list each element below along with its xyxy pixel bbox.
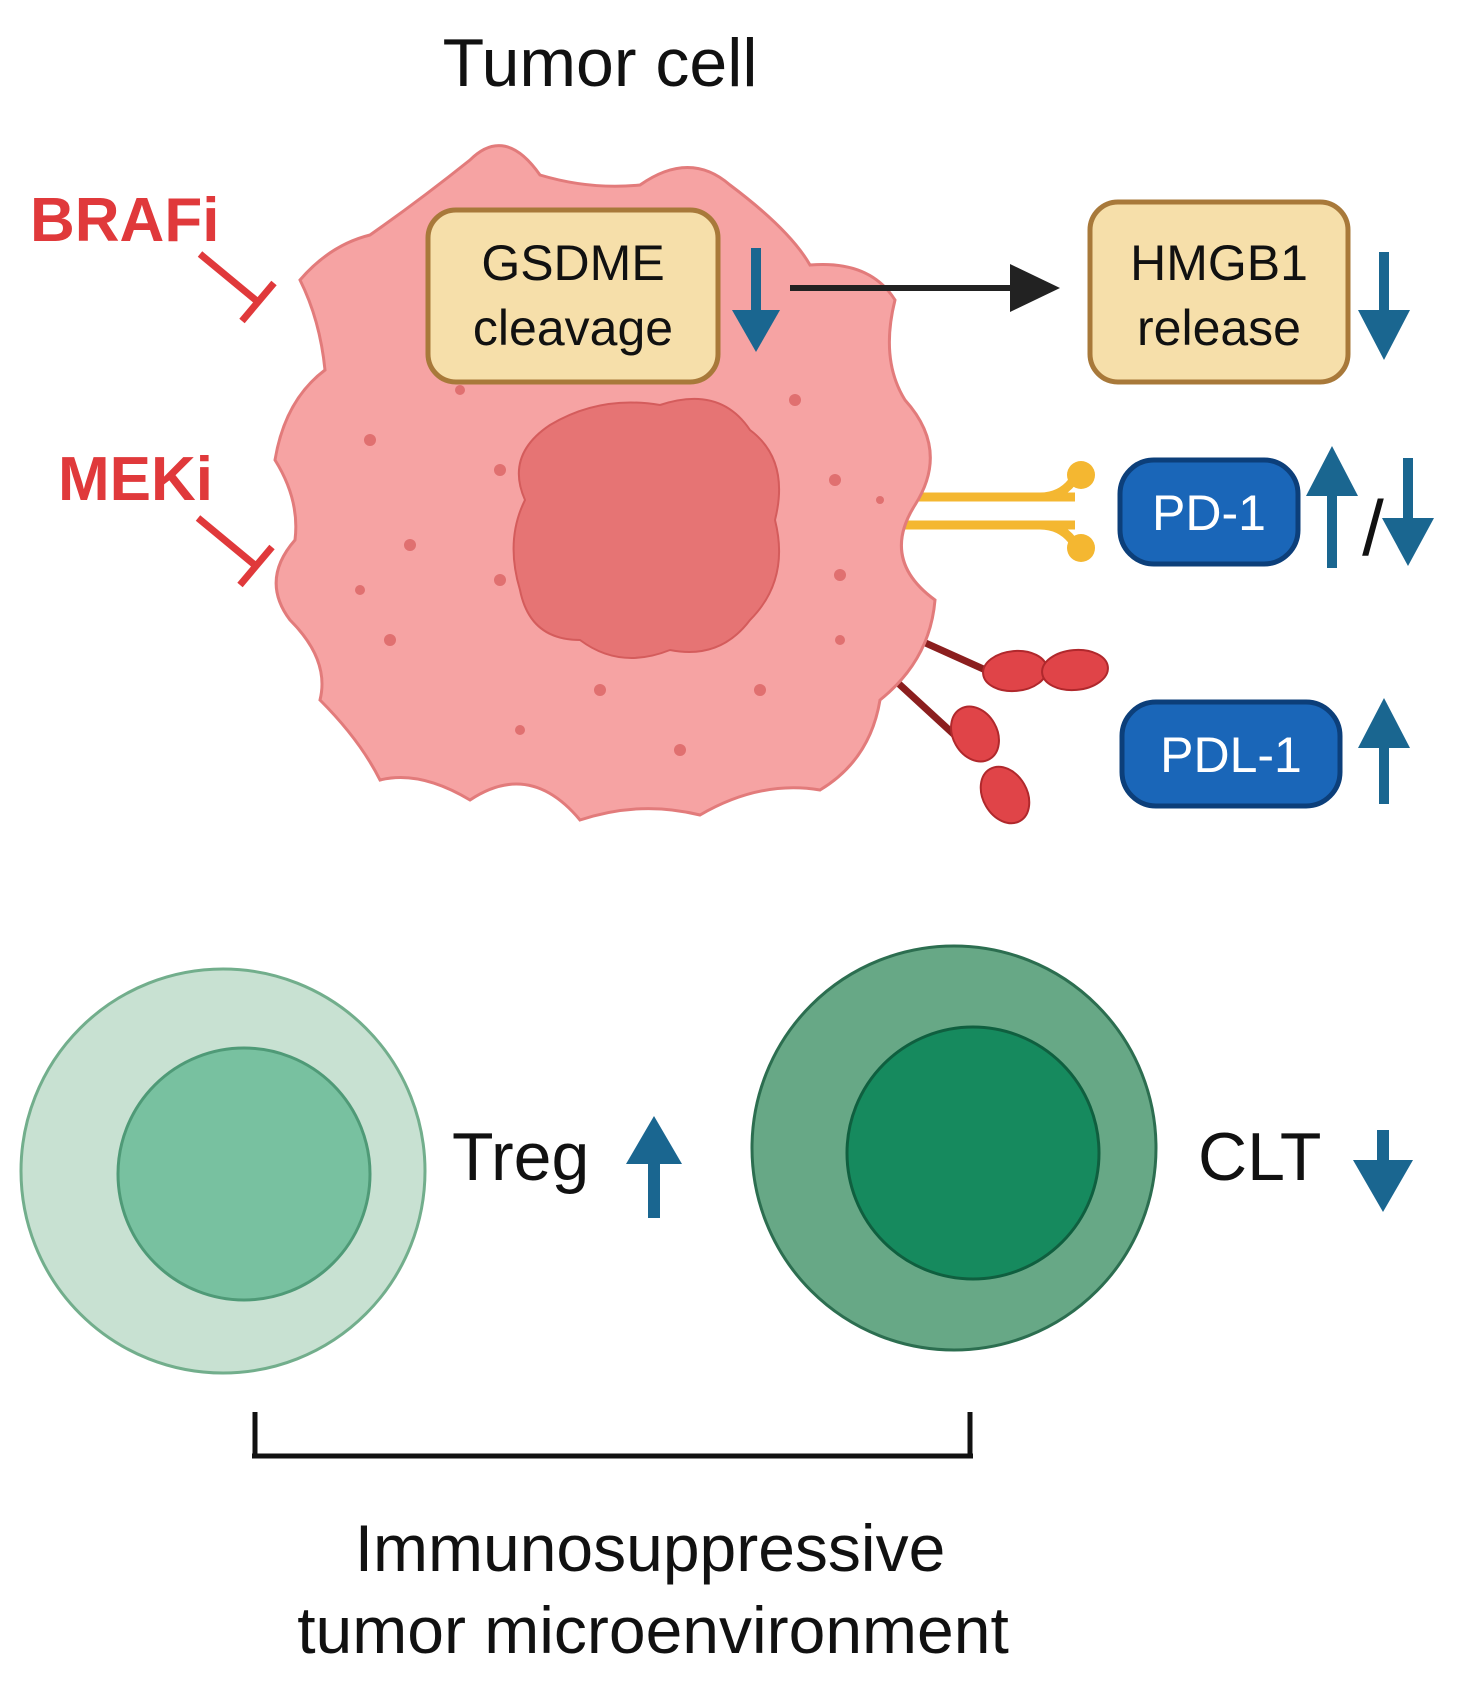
pd1-up-arrow-icon <box>1306 446 1358 568</box>
brafi-label: BRAFi <box>30 186 219 255</box>
pd1-down-arrow-icon <box>1382 458 1434 566</box>
meki-inhibition-icon <box>195 515 275 588</box>
gsdme-to-hmgb1-arrow-icon <box>790 264 1060 312</box>
treg-label: Treg <box>452 1119 589 1195</box>
treg-cell-icon <box>19 967 427 1375</box>
pdl1-badge: PDL-1 <box>1119 699 1343 809</box>
tumor-cell-title: Tumor cell <box>443 25 758 101</box>
caption-line2: tumor microenvironment <box>297 1593 1009 1667</box>
meki-label: MEKi <box>58 445 213 514</box>
tumor-nucleus-icon <box>512 397 781 659</box>
pdl1-receptor-icon <box>859 614 1109 825</box>
clt-cell-icon <box>750 944 1158 1352</box>
immune-bracket <box>252 1412 973 1459</box>
treg-up-arrow-icon <box>626 1116 682 1218</box>
gsdme-down-arrow-icon <box>732 248 780 352</box>
gsdme-line2: cleavage <box>473 300 673 356</box>
hmgb1-down-arrow-icon <box>1358 252 1410 360</box>
clt-down-arrow-icon <box>1353 1130 1413 1212</box>
pd1-label: PD-1 <box>1152 485 1266 541</box>
gsdme-cleavage-box: GSDME cleavage <box>425 207 721 385</box>
pd1-separator: / <box>1362 484 1384 572</box>
hmgb1-release-box: HMGB1 release <box>1087 199 1351 385</box>
pdl1-label: PDL-1 <box>1160 727 1302 783</box>
gsdme-line1: GSDME <box>481 235 664 291</box>
caption-line1: Immunosuppressive <box>355 1511 946 1585</box>
hmgb1-line1: HMGB1 <box>1130 235 1308 291</box>
pdl1-up-arrow-icon <box>1358 698 1410 804</box>
hmgb1-line2: release <box>1137 300 1301 356</box>
pd1-badge: PD-1 <box>1117 457 1301 567</box>
brafi-inhibition-icon <box>197 251 277 324</box>
cytoplasm-dots <box>355 385 884 756</box>
clt-label: CLT <box>1198 1119 1321 1195</box>
